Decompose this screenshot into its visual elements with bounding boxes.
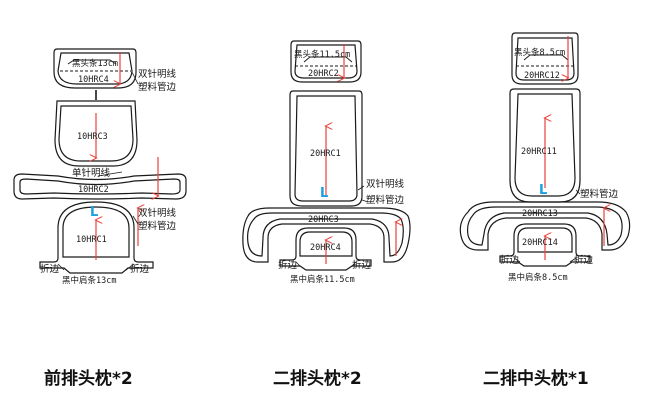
note-fold-left: 折边 (500, 254, 520, 266)
piece-10hrc3 (54, 100, 138, 167)
group-second-row-labels: 黑头条11.5cm 20HRC2 20HRC1 双针明线 塑料管边 L 20HR… (278, 49, 405, 285)
note-stitch-top: 双针明线 (138, 68, 177, 80)
note-bottom-strip: 黑中肩条13cm (62, 275, 116, 286)
piece-label-bottom: 20HRC4 (310, 243, 341, 253)
piece-20hrc14 (499, 223, 591, 267)
group-title-second-row-middle: 二排中头枕*1 (483, 369, 589, 389)
note-fold-right: 折边 (130, 263, 150, 275)
note-top-strip: 黑头条8.5cm (514, 47, 565, 58)
note-pipe: 塑料管边 (366, 194, 405, 206)
group-second-row-middle-headrest (459, 32, 631, 267)
note-fold-right: 折边 (352, 259, 372, 271)
piece-10hrc2 (13, 173, 187, 200)
center-marker: L (90, 205, 98, 220)
note-single-stitch: 单针明线 (72, 167, 111, 179)
piece-label-top: 20HRC12 (524, 71, 560, 81)
note-bottom-strip: 黑中肩条11.5cm (290, 274, 355, 285)
piece-label-main: 20HRC11 (521, 147, 557, 157)
piece-label-band: 20HRC13 (522, 209, 558, 219)
note-pipe-bottom: 塑料管边 (138, 220, 177, 232)
center-marker: L (320, 186, 328, 201)
piece-label-upper: 10HRC3 (77, 132, 108, 142)
piece-10hrc1 (39, 201, 154, 274)
piece-20hrc4 (279, 227, 372, 271)
note-fold-left: 折边 (278, 259, 298, 271)
piece-label-top: 10HRC4 (78, 75, 109, 85)
note-top-strip: 黑头条13cm (72, 58, 118, 69)
note-pipe: 塑料管边 (580, 188, 619, 200)
note-top-strip: 黑头条11.5cm (294, 49, 350, 60)
piece-label-band: 10HRC2 (78, 185, 109, 195)
note-pipe-top: 塑料管边 (138, 81, 177, 93)
piece-label-main: 20HRC1 (310, 149, 341, 159)
piece-20hrc1 (289, 90, 363, 207)
group-front-labels: 黑头条13cm 10HRC4 双针明线 塑料管边 10HRC3 单针明线 10H… (40, 58, 177, 286)
group-second-row-headrest (242, 40, 411, 271)
note-fold-left: 折边 (40, 263, 60, 275)
note-stitch-bottom: 双针明线 (138, 207, 177, 219)
piece-label-band: 20HRC3 (308, 215, 339, 225)
piece-label-bottom: 20HRC14 (522, 238, 558, 248)
piece-20hrc3 (242, 207, 411, 263)
group-title-front: 前排头枕*2 (44, 369, 133, 389)
piece-label-bottom: 10HRC1 (76, 235, 107, 245)
center-marker: L (539, 183, 547, 198)
note-fold-right: 折边 (574, 254, 594, 266)
note-stitch: 双针明线 (366, 178, 405, 190)
note-bottom-strip: 黑中肩条8.5cm (508, 272, 568, 283)
piece-20hrc2 (290, 40, 362, 83)
group-second-row-middle-labels: 黑头条8.5cm 20HRC12 20HRC11 塑料管边 L 20HRC13 … (500, 47, 619, 283)
group-title-second-row: 二排头枕*2 (273, 369, 362, 389)
piece-label-top: 20HRC2 (308, 69, 339, 79)
group-front-headrest (13, 48, 187, 274)
